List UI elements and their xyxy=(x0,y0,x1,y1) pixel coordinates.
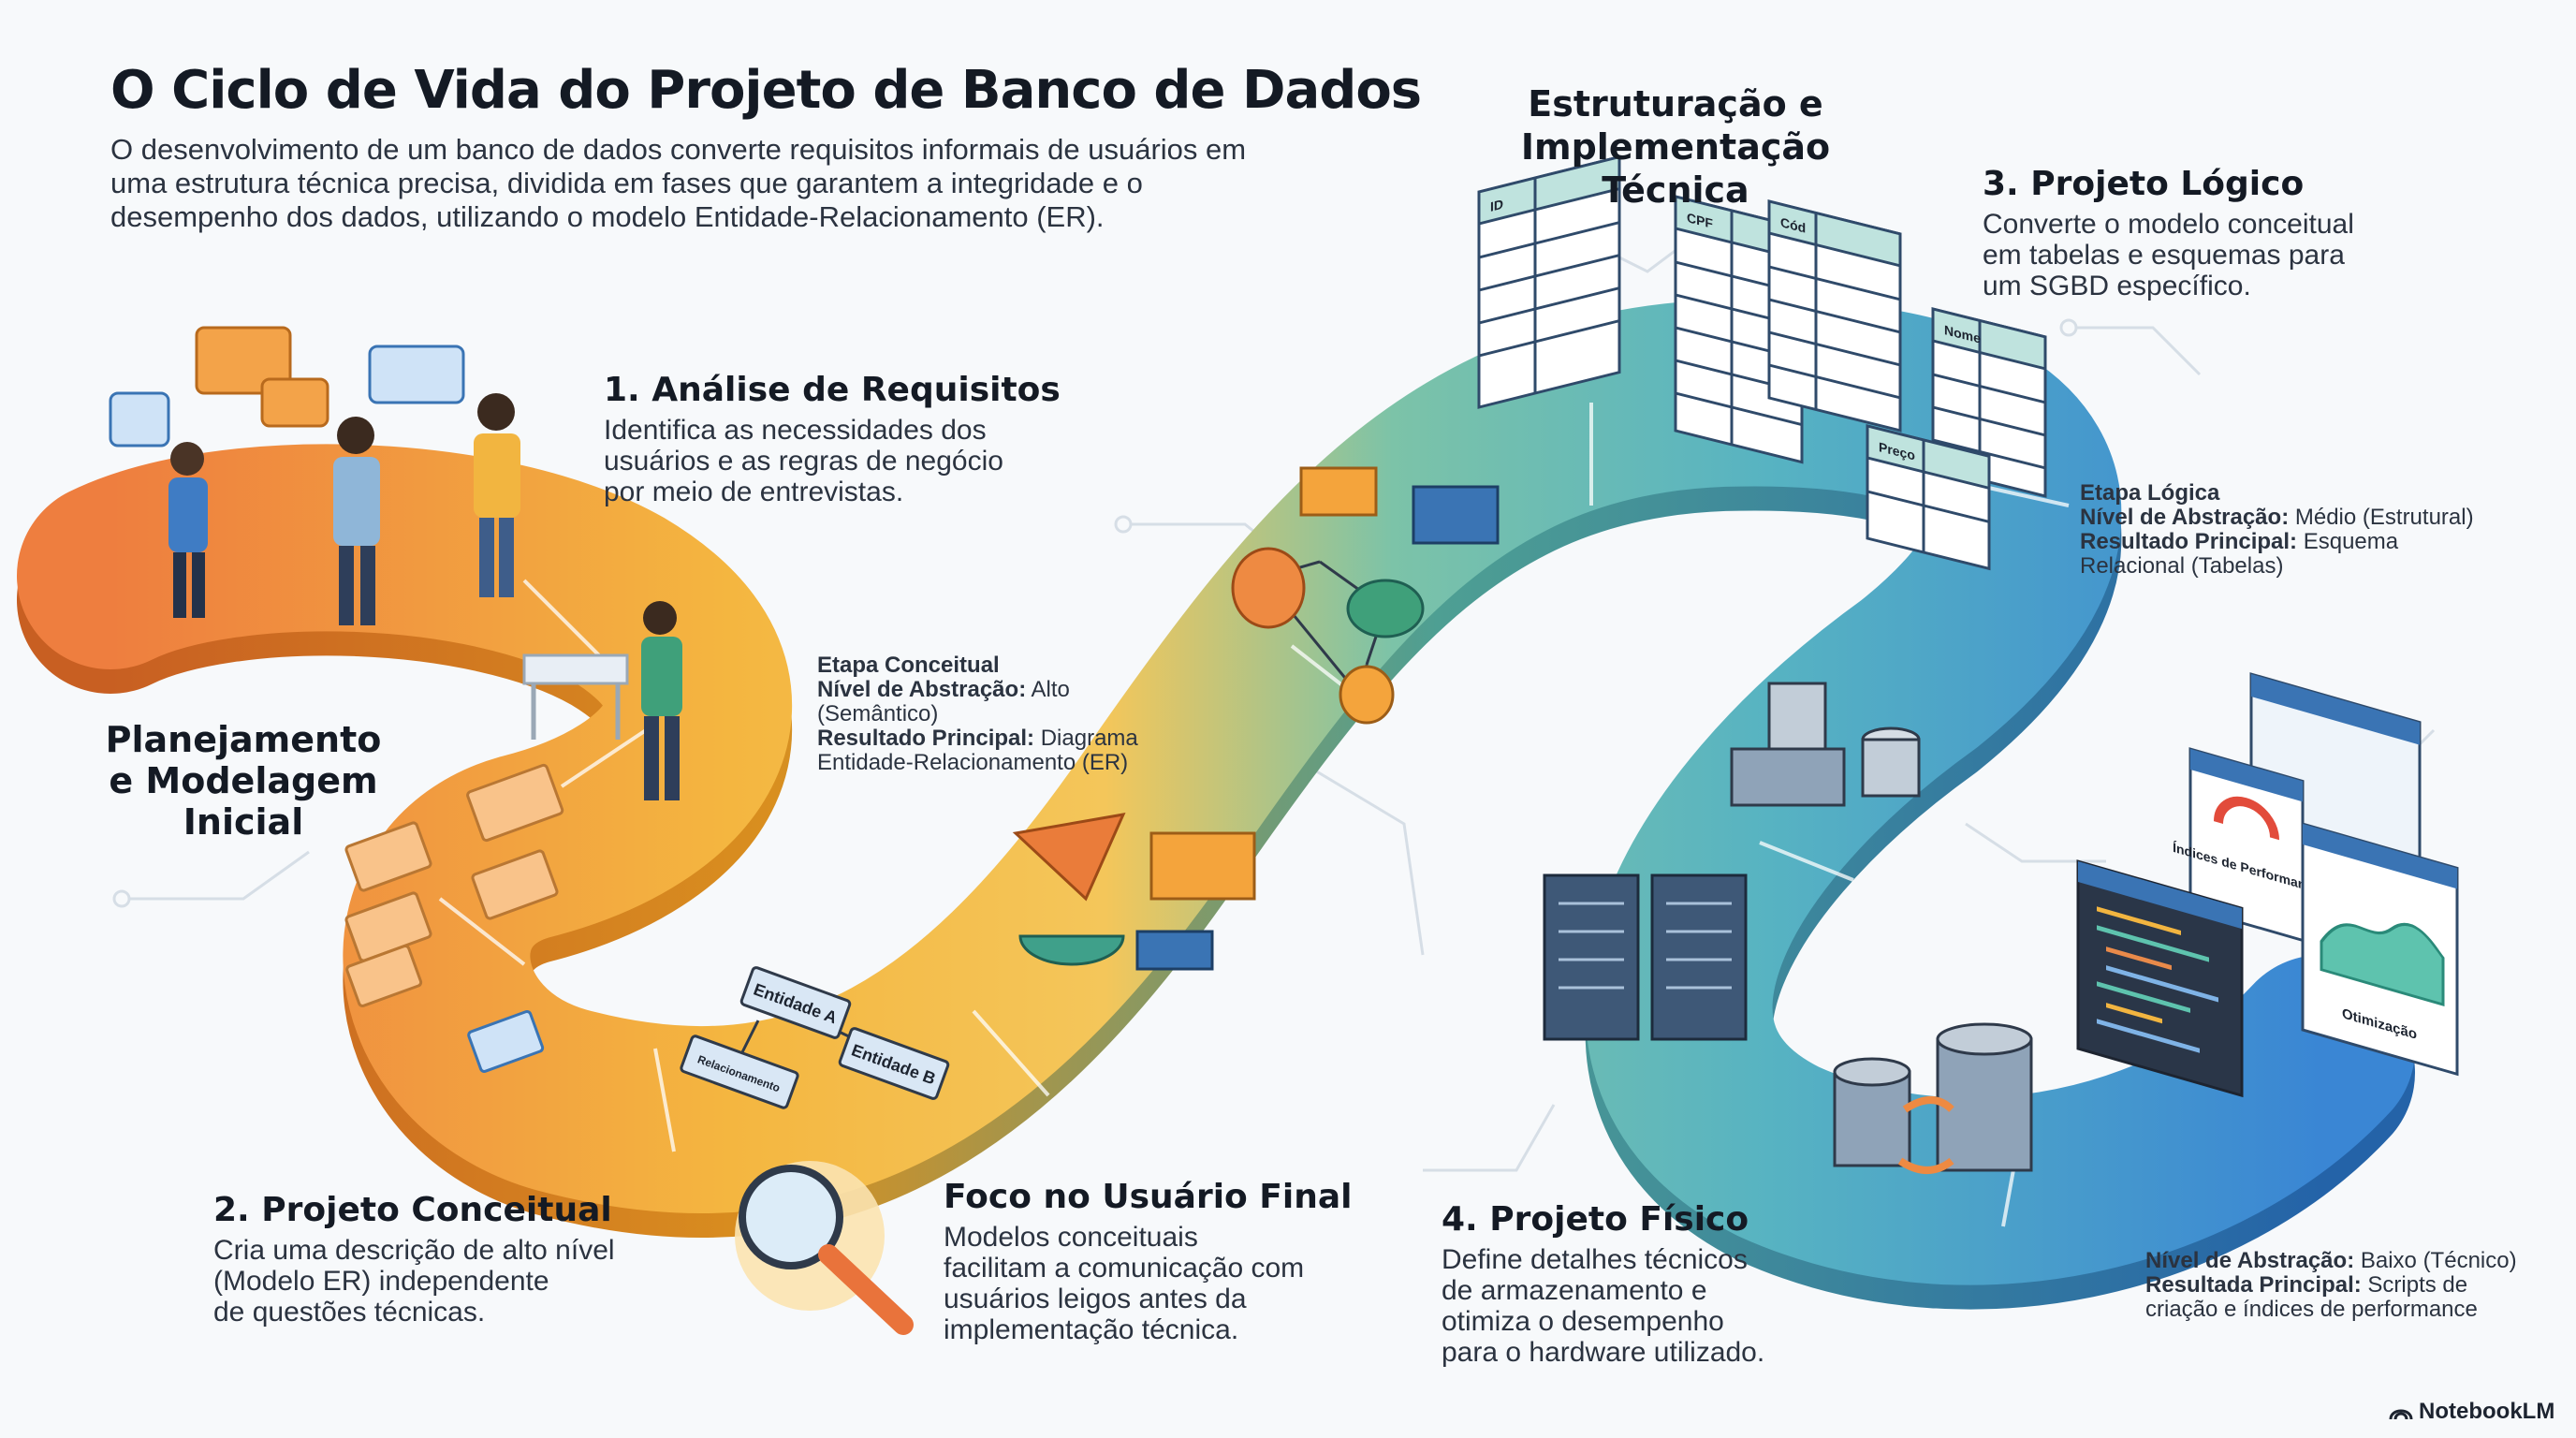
description-line: em tabelas e esquemas para xyxy=(1983,240,2345,271)
conceptual-abstraction-key: Nível de Abstração: xyxy=(817,677,1027,702)
description-line: (Modelo ER) independente xyxy=(213,1266,549,1297)
conceptual-abstraction-value-cont: (Semântico) xyxy=(817,701,939,726)
notebooklm-logo-text: NotebookLM xyxy=(2419,1399,2555,1424)
phase-conceptual: 2. Projeto Conceitual Cria uma descrição… xyxy=(213,1191,615,1328)
logical-abstraction-value: Médio (Estrutural) xyxy=(2294,505,2474,530)
description-line: Identifica as necessidades dos xyxy=(604,415,987,446)
conceptual-abstraction-value: Alto xyxy=(1031,677,1070,702)
intro-line: uma estrutura técnica precisa, dividida … xyxy=(110,167,1143,199)
conceptual-stage-meta: Etapa Conceitual Nível de Abstração: Alt… xyxy=(817,653,1138,775)
description-line: de armazenamento e xyxy=(1442,1275,1707,1306)
logical-abstraction-key: Nível de Abstração: xyxy=(2080,505,2290,530)
description-line: por meio de entrevistas. xyxy=(604,477,904,507)
phase-conceptual-description: Cria uma descrição de alto nível (Modelo… xyxy=(213,1235,615,1328)
magnifier-icon xyxy=(735,1161,914,1335)
phase-physical-description: Define detalhes técnicos de armazenament… xyxy=(1442,1244,1764,1368)
table-header-label: CPF xyxy=(1687,211,1713,232)
conceptual-result-key: Resultado Principal: xyxy=(817,726,1035,751)
intro-line: desempenho dos dados, utilizando o model… xyxy=(110,200,1105,233)
conceptual-result-value: Diagrama xyxy=(1040,726,1138,751)
table-header-label: ID xyxy=(1490,198,1503,215)
logical-result-key: Resultado Principal: xyxy=(2080,529,2298,554)
server-racks-illustration xyxy=(1543,682,1921,1041)
logical-result-value-cont: Relacional (Tabelas) xyxy=(2080,553,2284,579)
description-line: Modelos conceituais xyxy=(944,1222,1198,1253)
phase-physical-title: 4. Projeto Físico xyxy=(1442,1200,1749,1239)
conceptual-result-value-cont: Entidade-Relacionamento (ER) xyxy=(817,750,1129,775)
notebooklm-logo: NotebookLM xyxy=(2389,1399,2554,1425)
structuring-section-heading: Estruturação e Implementação Técnica xyxy=(1442,82,1910,212)
physical-stage-meta: Nível de Abstração: Baixo (Técnico) Resu… xyxy=(2145,1249,2517,1322)
planning-section-heading: Planejamento e Modelagem Inicial xyxy=(94,719,393,843)
phase-requirements-description: Identifica as necessidades dos usuários … xyxy=(604,415,1061,507)
physical-result-key: Resultada Principal: xyxy=(2145,1272,2362,1298)
description-line: implementação técnica. xyxy=(944,1314,1239,1345)
description-line: um SGBD específico. xyxy=(1983,271,2251,301)
requirements-people-illustration xyxy=(109,326,682,800)
physical-abstraction-value: Baixo (Técnico) xyxy=(2360,1248,2517,1273)
note-cards-illustration xyxy=(344,763,564,1073)
performance-panels-illustration: Índices de Performance Otimização xyxy=(2076,672,2459,1098)
focus-description: Modelos conceituais facilitam a comunica… xyxy=(944,1222,1353,1345)
database-cylinders-illustration xyxy=(1833,1022,2033,1174)
phase-requirements: 1. Análise de Requisitos Identifica as n… xyxy=(604,371,1061,507)
logical-stage-label: Etapa Lógica xyxy=(2080,480,2220,506)
description-line: otimiza o desempenho xyxy=(1442,1306,1724,1337)
intro-line: O desenvolvimento de um banco de dados c… xyxy=(110,133,1247,166)
planning-heading-line: e Modelagem xyxy=(109,760,378,801)
focus-user-callout: Foco no Usuário Final Modelos conceituai… xyxy=(944,1178,1353,1345)
description-line: para o hardware utilizado. xyxy=(1442,1337,1765,1368)
relational-tables-illustration: ID CPF Cód Nome xyxy=(1477,154,2047,571)
planning-heading-line: Inicial xyxy=(183,801,304,843)
description-line: Cria uma descrição de alto nível xyxy=(213,1235,615,1266)
relationship-box xyxy=(680,1034,799,1109)
conceptual-stage-label: Etapa Conceitual xyxy=(817,653,1000,678)
logical-stage-meta: Etapa Lógica Nível de Abstração: Médio (… xyxy=(2080,481,2474,579)
conceptual-shapes-illustration xyxy=(1012,466,1500,971)
structuring-heading-line: Estruturação e xyxy=(1528,83,1823,125)
focus-title: Foco no Usuário Final xyxy=(944,1178,1353,1216)
entity-a-box xyxy=(739,966,852,1039)
structuring-heading-line: Implementação Técnica xyxy=(1520,126,1831,211)
phase-logical-title: 3. Projeto Lógico xyxy=(1983,165,2305,203)
description-line: Converte o modelo conceitual xyxy=(1983,209,2354,240)
physical-abstraction-key: Nível de Abstração: xyxy=(2145,1248,2355,1273)
description-line: Define detalhes técnicos xyxy=(1442,1244,1748,1275)
description-line: de questões técnicas. xyxy=(213,1297,486,1328)
phase-requirements-title: 1. Análise de Requisitos xyxy=(604,371,1061,409)
page-title: O Ciclo de Vida do Projeto de Banco de D… xyxy=(110,60,1422,121)
phase-conceptual-title: 2. Projeto Conceitual xyxy=(213,1191,612,1229)
physical-result-value-cont: criação e índices de performance xyxy=(2145,1297,2478,1322)
description-line: usuários e as regras de negócio xyxy=(604,446,1003,477)
phase-physical: 4. Projeto Físico Define detalhes técnic… xyxy=(1442,1200,1764,1368)
phase-logical-description: Converte o modelo conceitual em tabelas … xyxy=(1983,209,2354,301)
planning-heading-line: Planejamento xyxy=(105,719,382,760)
entity-b-box xyxy=(838,1027,950,1100)
phase-logical: 3. Projeto Lógico Converte o modelo conc… xyxy=(1983,165,2354,301)
logical-result-value: Esquema xyxy=(2303,529,2399,554)
table-header-label: Cód xyxy=(1780,215,1806,237)
description-line: usuários leigos antes da xyxy=(944,1284,1247,1314)
notebooklm-logo-icon xyxy=(2389,1409,2413,1420)
description-line: facilitam a comunicação com xyxy=(944,1253,1305,1284)
intro-text: O desenvolvimento de um banco de dados c… xyxy=(110,133,1246,234)
physical-result-value: Scripts de xyxy=(2367,1272,2468,1298)
